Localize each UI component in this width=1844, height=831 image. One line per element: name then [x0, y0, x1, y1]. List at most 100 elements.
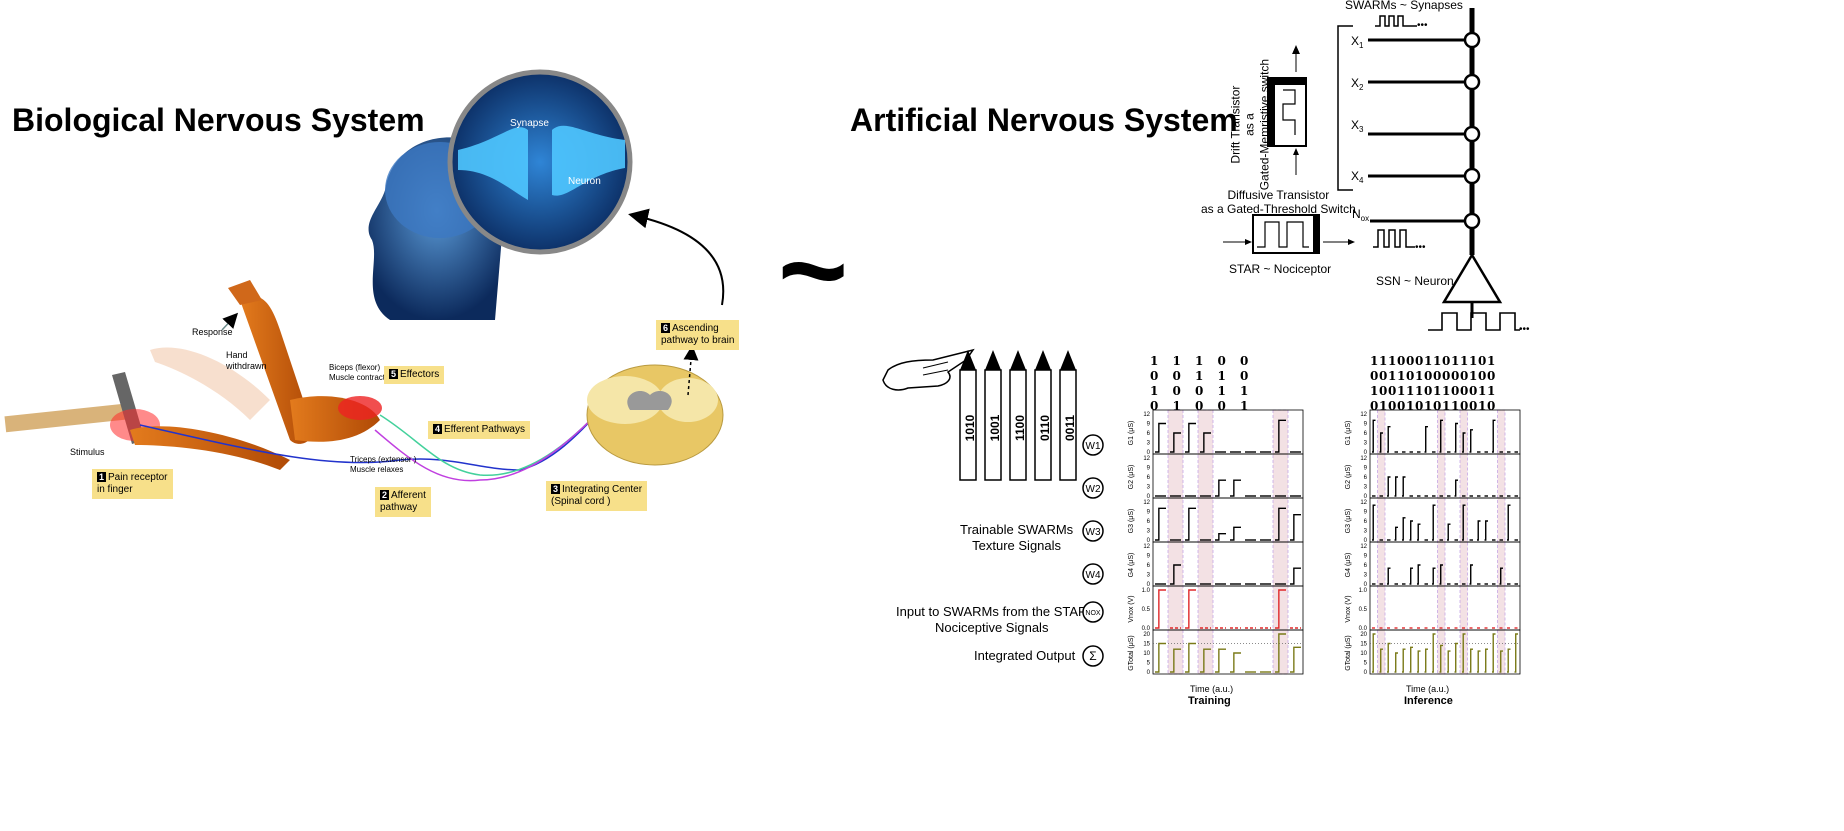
bit-digit: 0 — [1379, 369, 1388, 383]
bit-digit: 1 — [1217, 384, 1226, 398]
signal-mark — [1514, 633, 1518, 673]
bit-digit: 1 — [1442, 399, 1451, 413]
tick-label: 0 — [1147, 494, 1151, 500]
bit-digit: 0 — [1433, 369, 1442, 383]
y-axis-label: GTotal (μS) — [1128, 635, 1135, 671]
signal-mark — [1447, 650, 1451, 673]
drift-transistor-label-wrap: Drift Transistor as a Gated-Memristive s… — [1220, 48, 1280, 190]
bit-digit: 0 — [1469, 384, 1478, 398]
bit-digit: 0 — [1487, 369, 1496, 383]
signal-mark — [1387, 642, 1391, 673]
bit-digit: 1 — [1478, 399, 1487, 413]
tick-label: 6 — [1364, 431, 1368, 437]
signal-mark — [1424, 425, 1428, 453]
signal-mark — [1185, 507, 1196, 541]
tick-label: 6 — [1147, 475, 1151, 481]
signal-mark — [1290, 567, 1301, 585]
bit-digit: 0 — [1370, 399, 1379, 413]
bit-digit: 1 — [1240, 399, 1249, 413]
bit-digit: 1 — [1433, 354, 1442, 368]
tick-label: 9 — [1364, 466, 1368, 472]
signal-mark — [1409, 646, 1413, 673]
y-axis-label: Vnox (V) — [1128, 595, 1135, 622]
crayon: 0011 — [1059, 350, 1077, 481]
bit-digit: 1 — [1379, 354, 1388, 368]
y-axis-label: G4 (μS) — [1345, 553, 1352, 578]
similarity-tilde: ~ — [778, 203, 849, 337]
bit-digit: 1 — [1150, 384, 1159, 398]
tick-label: 3 — [1364, 485, 1368, 491]
nox-input-description: Input to SWARMs from the STAR Nociceptiv… — [896, 604, 1088, 635]
bit-digit: 0 — [1150, 369, 1159, 383]
crayon-label: 0110 — [1038, 415, 1052, 441]
signal-mark — [1379, 648, 1383, 673]
tick-label: 0.0 — [1359, 626, 1368, 632]
crayon-label: 0011 — [1063, 415, 1077, 441]
tick-label: 9 — [1147, 510, 1151, 516]
bit-digit: 1 — [1370, 354, 1379, 368]
signal-mark — [1215, 648, 1226, 673]
tick-label: 3 — [1364, 441, 1368, 447]
signal-mark — [1185, 642, 1196, 673]
crayon: 0110 — [1034, 350, 1052, 481]
bit-digit: 1 — [1469, 354, 1478, 368]
signal-mark — [1394, 526, 1398, 541]
tick-label: 12 — [1360, 456, 1367, 462]
crayon: 1100 — [1009, 350, 1027, 481]
signal-mark — [1447, 523, 1451, 541]
y-axis-label: G2 (μS) — [1128, 465, 1135, 490]
tick-label: 0 — [1364, 582, 1368, 588]
bit-digit: 0 — [1460, 384, 1469, 398]
tick-label: 6 — [1364, 563, 1368, 569]
signal-mark — [1499, 650, 1503, 673]
signal-mark — [1170, 648, 1181, 673]
integrated-output-label: Integrated Output — [974, 648, 1076, 663]
y-axis-label: G1 (μS) — [1128, 421, 1135, 446]
tick-label: 0 — [1364, 538, 1368, 544]
ssn-neuron-label: SSN ~ Neuron — [1376, 274, 1454, 288]
tick-label: 12 — [1360, 412, 1367, 418]
triceps-label: Triceps (extensor ) Muscle relaxes — [350, 455, 417, 474]
ascending-arrow — [628, 208, 725, 306]
circle-w1: W1 — [1086, 441, 1101, 452]
bit-digit: 0 — [1478, 354, 1487, 368]
signal-mark — [1185, 422, 1196, 453]
bit-digit: 0 — [1415, 399, 1424, 413]
bit-digit: 1 — [1150, 354, 1159, 368]
signal-mark — [1155, 642, 1166, 673]
bit-digit: 1 — [1478, 384, 1487, 398]
bit-digit: 0 — [1172, 384, 1181, 398]
bit-digit: 0 — [1397, 354, 1406, 368]
bit-digit: 1 — [1388, 354, 1397, 368]
signal-mark — [1432, 567, 1436, 585]
input-x1: X1 — [1351, 34, 1364, 50]
tick-label: 3 — [1147, 529, 1151, 535]
hammer-handle — [4, 403, 126, 433]
bit-digit: 1 — [1370, 384, 1379, 398]
tick-label: 6 — [1147, 519, 1151, 525]
tick-label: 6 — [1147, 431, 1151, 437]
bit-digit: 1 — [1487, 384, 1496, 398]
bit-digit: 0 — [1469, 399, 1478, 413]
tick-label: 9 — [1364, 510, 1368, 516]
signal-mark — [1155, 422, 1166, 453]
signal-mark — [1200, 648, 1211, 673]
hand-withdrawn-label: Hand withdrawn — [226, 350, 267, 371]
bit-digit: 1 — [1172, 354, 1181, 368]
training-xlabel: Time (a.u.) — [1190, 684, 1234, 694]
signal-mark — [1155, 507, 1166, 541]
tick-label: 10 — [1360, 651, 1367, 657]
bit-digit: 0 — [1487, 399, 1496, 413]
signal-mark — [1507, 648, 1511, 673]
tick-label: 0 — [1364, 494, 1368, 500]
tick-label: 0 — [1364, 670, 1368, 676]
signal-mark — [1290, 646, 1301, 673]
bit-digit: 0 — [1460, 369, 1469, 383]
y-axis-label: G4 (μS) — [1128, 553, 1135, 578]
signal-mark — [1432, 633, 1436, 673]
swarm-texture-label: Trainable SWARMs Texture Signals — [960, 522, 1074, 553]
tick-label: 20 — [1360, 632, 1367, 638]
